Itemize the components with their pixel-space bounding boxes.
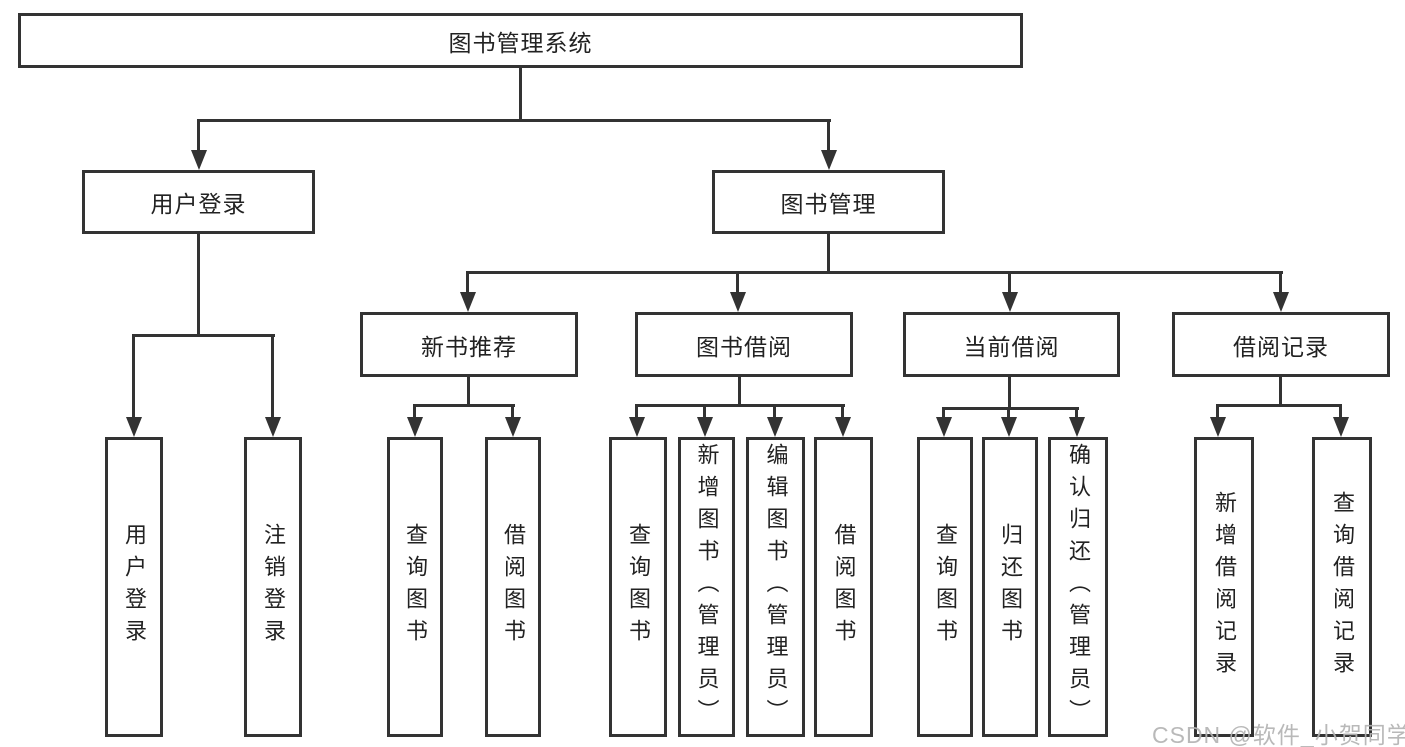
connector-line xyxy=(467,377,470,407)
leaf-logout: 注销登录 xyxy=(244,437,302,737)
connector-line xyxy=(271,334,274,420)
connector-line xyxy=(197,119,200,152)
connector-line xyxy=(132,334,135,420)
leaf-query-borrow-record: 查询借阅记录 xyxy=(1312,437,1372,737)
leaf-add-book-admin-label: 新增图书（管理员） xyxy=(694,443,720,731)
leaf-edit-book-admin: 编辑图书（管理员） xyxy=(746,437,805,737)
node-book-management: 图书管理 xyxy=(712,170,945,234)
arrowhead-down-icon xyxy=(265,417,281,437)
node-book-borrow-label: 图书借阅 xyxy=(696,333,792,360)
connector-line xyxy=(827,119,830,152)
arrowhead-down-icon xyxy=(505,417,521,437)
node-current-borrow: 当前借阅 xyxy=(903,312,1120,377)
node-book-borrow: 图书借阅 xyxy=(635,312,853,377)
leaf-current-query-books-label: 查询图书 xyxy=(933,523,958,651)
leaf-query-borrow-record-label: 查询借阅记录 xyxy=(1330,491,1355,683)
node-user-login-label: 用户登录 xyxy=(150,191,247,217)
connector-line xyxy=(635,404,638,420)
arrowhead-down-icon xyxy=(126,417,142,437)
connector-line xyxy=(466,271,469,295)
arrowhead-down-icon xyxy=(835,417,851,437)
leaf-recommend-borrow-books-label: 借阅图书 xyxy=(501,523,526,651)
arrowhead-down-icon xyxy=(730,292,746,312)
node-borrow-records: 借阅记录 xyxy=(1172,312,1390,377)
leaf-user-login-label: 用户登录 xyxy=(122,523,147,651)
leaf-recommend-query-books: 查询图书 xyxy=(387,437,443,737)
arrowhead-down-icon xyxy=(460,292,476,312)
leaf-add-borrow-record: 新增借阅记录 xyxy=(1194,437,1254,737)
node-book-management-label: 图书管理 xyxy=(780,191,877,217)
connector-line xyxy=(1339,404,1342,420)
arrowhead-down-icon xyxy=(1069,417,1085,437)
leaf-borrow-query-books: 查询图书 xyxy=(609,437,667,737)
arrowhead-down-icon xyxy=(407,417,423,437)
arrowhead-down-icon xyxy=(1210,417,1226,437)
arrowhead-down-icon xyxy=(821,150,837,170)
leaf-borrow-books: 借阅图书 xyxy=(814,437,873,737)
arrowhead-down-icon xyxy=(697,417,713,437)
arrowhead-down-icon xyxy=(1001,417,1017,437)
connector-line xyxy=(466,271,1283,274)
connector-line xyxy=(197,119,831,122)
connector-line xyxy=(827,234,830,273)
connector-line xyxy=(1279,271,1282,295)
leaf-edit-book-admin-label: 编辑图书（管理员） xyxy=(763,443,789,731)
arrowhead-down-icon xyxy=(936,417,952,437)
connector-line xyxy=(1008,271,1011,295)
node-new-book-recommend-label: 新书推荐 xyxy=(421,333,517,360)
arrowhead-down-icon xyxy=(1002,292,1018,312)
leaf-borrow-books-label: 借阅图书 xyxy=(831,523,857,651)
leaf-logout-label: 注销登录 xyxy=(261,523,286,651)
csdn-watermark: CSDN @软件_小贺同学 xyxy=(1152,722,1405,747)
node-root-label: 图书管理系统 xyxy=(448,29,593,56)
connector-line xyxy=(511,404,514,420)
connector-line xyxy=(841,404,844,420)
leaf-confirm-return-admin: 确认归还（管理员） xyxy=(1048,437,1108,737)
connector-line xyxy=(773,404,776,420)
leaf-confirm-return-admin-label: 确认归还（管理员） xyxy=(1066,443,1091,731)
connector-line xyxy=(197,233,200,337)
connector-line xyxy=(703,404,706,420)
connector-line xyxy=(132,334,275,337)
connector-line xyxy=(413,404,515,407)
connector-line xyxy=(736,271,739,295)
arrowhead-down-icon xyxy=(629,417,645,437)
arrowhead-down-icon xyxy=(767,417,783,437)
leaf-return-books-label: 归还图书 xyxy=(998,523,1023,651)
connector-line xyxy=(1007,407,1010,420)
leaf-return-books: 归还图书 xyxy=(982,437,1038,737)
connector-line xyxy=(1216,404,1342,407)
leaf-add-book-admin: 新增图书（管理员） xyxy=(678,437,735,737)
node-current-borrow-label: 当前借阅 xyxy=(963,333,1060,360)
leaf-recommend-query-books-label: 查询图书 xyxy=(403,523,428,651)
connector-line xyxy=(1216,404,1219,420)
arrowhead-down-icon xyxy=(1273,292,1289,312)
connector-line xyxy=(413,404,416,420)
connector-line xyxy=(519,68,522,122)
node-new-book-recommend: 新书推荐 xyxy=(360,312,578,377)
leaf-current-query-books: 查询图书 xyxy=(917,437,973,737)
leaf-borrow-query-books-label: 查询图书 xyxy=(626,523,651,651)
leaf-add-borrow-record-label: 新增借阅记录 xyxy=(1212,491,1237,683)
connector-line xyxy=(942,407,945,420)
arrowhead-down-icon xyxy=(1333,417,1349,437)
connector-line xyxy=(1008,377,1011,410)
connector-line xyxy=(1075,407,1078,420)
leaf-recommend-borrow-books: 借阅图书 xyxy=(485,437,541,737)
node-user-login: 用户登录 xyxy=(82,170,315,234)
leaf-user-login: 用户登录 xyxy=(105,437,163,737)
arrowhead-down-icon xyxy=(191,150,207,170)
connector-line xyxy=(635,404,845,407)
connector-line xyxy=(1279,377,1282,407)
node-borrow-records-label: 借阅记录 xyxy=(1233,333,1329,360)
connector-line xyxy=(942,407,1079,410)
node-root: 图书管理系统 xyxy=(18,13,1023,68)
connector-line xyxy=(738,377,741,407)
